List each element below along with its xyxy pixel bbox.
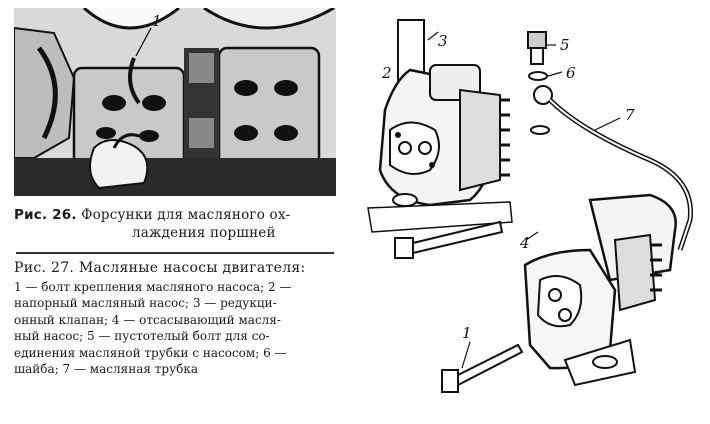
figure-27-callout-1: 1 <box>462 324 472 342</box>
figure-26-caption: Рис. 26. Форсунки для масляного ох- лажд… <box>14 206 336 242</box>
figure-27-caption-line: шайба; 7 — масляная трубка <box>14 362 199 376</box>
figure-27-caption-line: единения масляной трубки с насосом; 6 — <box>14 345 287 360</box>
pressure-pump-drawing <box>378 19 510 207</box>
bolt-drawing-lower <box>441 341 524 393</box>
figure-26-illustration: 1 <box>14 8 336 196</box>
figure-27-caption-line: онный клапан; 4 — отсасывающий масля- <box>14 312 281 327</box>
figure-26-callout-1: 1 <box>152 12 162 30</box>
figure-26-caption-line1: Форсунки для масляного ох- <box>76 207 291 223</box>
figure-27-caption-line: напорный масляный насос; 3 — редукци- <box>14 296 277 310</box>
bolt-drawing-upper <box>394 220 504 259</box>
figure-27-callout-4: 4 <box>519 234 530 252</box>
figure-26-caption-prefix: Рис. 26. <box>14 207 77 223</box>
hollow-bolt-drawing <box>527 31 556 65</box>
figure-26-caption-line2: лаждения поршней <box>132 225 276 241</box>
figure-27-caption-line: 1 — болт крепления масляного насоса; 2 — <box>14 279 292 294</box>
oil-tube-drawing <box>530 85 693 251</box>
figure-27-callout-2: 2 <box>381 64 392 82</box>
figure-27-callout-5: 5 <box>560 36 570 54</box>
figure-27-illustration: 2 3 4 5 6 7 1 <box>350 0 710 420</box>
caption-divider <box>16 252 334 254</box>
figure-27-caption-line: ный насос; 5 — пустотелый болт для со- <box>14 329 270 343</box>
figure-27-caption: Рис. 27. Масляные насосы двигателя: 1 — … <box>14 260 340 378</box>
figure-27-callout-6: 6 <box>566 64 576 82</box>
figure-27-callout-7: 7 <box>625 106 635 124</box>
figure-27-caption-title: Рис. 27. Масляные насосы двигателя: <box>14 260 306 276</box>
suction-pump-drawing <box>523 193 677 387</box>
figure-27-callout-3: 3 <box>438 32 448 50</box>
